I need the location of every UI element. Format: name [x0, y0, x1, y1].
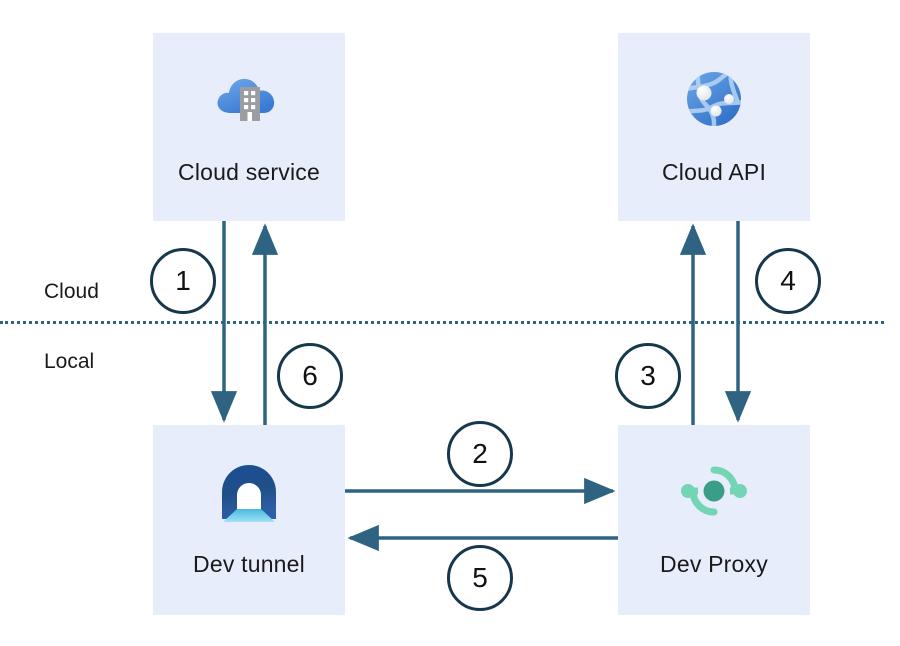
node-label-cloud-api: Cloud API	[661, 159, 767, 185]
globe-network-icon	[687, 72, 741, 126]
cloud-building-icon	[217, 78, 275, 121]
tunnel-icon	[222, 465, 276, 522]
node-label-cloud-service: Cloud service	[178, 159, 320, 185]
node-dev-tunnel[interactable]: Dev tunnel	[153, 425, 345, 615]
node-label-dev-tunnel: Dev tunnel	[193, 551, 305, 577]
step-badge-1: 1	[150, 248, 216, 314]
step-badge-3: 3	[615, 343, 681, 409]
step-badge-2: 2	[447, 421, 513, 487]
node-cloud-service[interactable]: Cloud service	[153, 33, 345, 221]
proxy-target-icon	[681, 466, 747, 516]
node-label-dev-proxy: Dev Proxy	[660, 551, 768, 577]
step-badge-4: 4	[755, 248, 821, 314]
step-badge-6: 6	[277, 343, 343, 409]
zone-label-cloud: Cloud	[44, 280, 99, 303]
node-dev-proxy[interactable]: Dev Proxy	[618, 425, 810, 615]
zone-label-local: Local	[44, 350, 95, 373]
node-cloud-api[interactable]: Cloud API	[618, 33, 810, 221]
cloud-local-boundary-divider	[0, 321, 884, 324]
step-badge-5: 5	[447, 545, 513, 611]
